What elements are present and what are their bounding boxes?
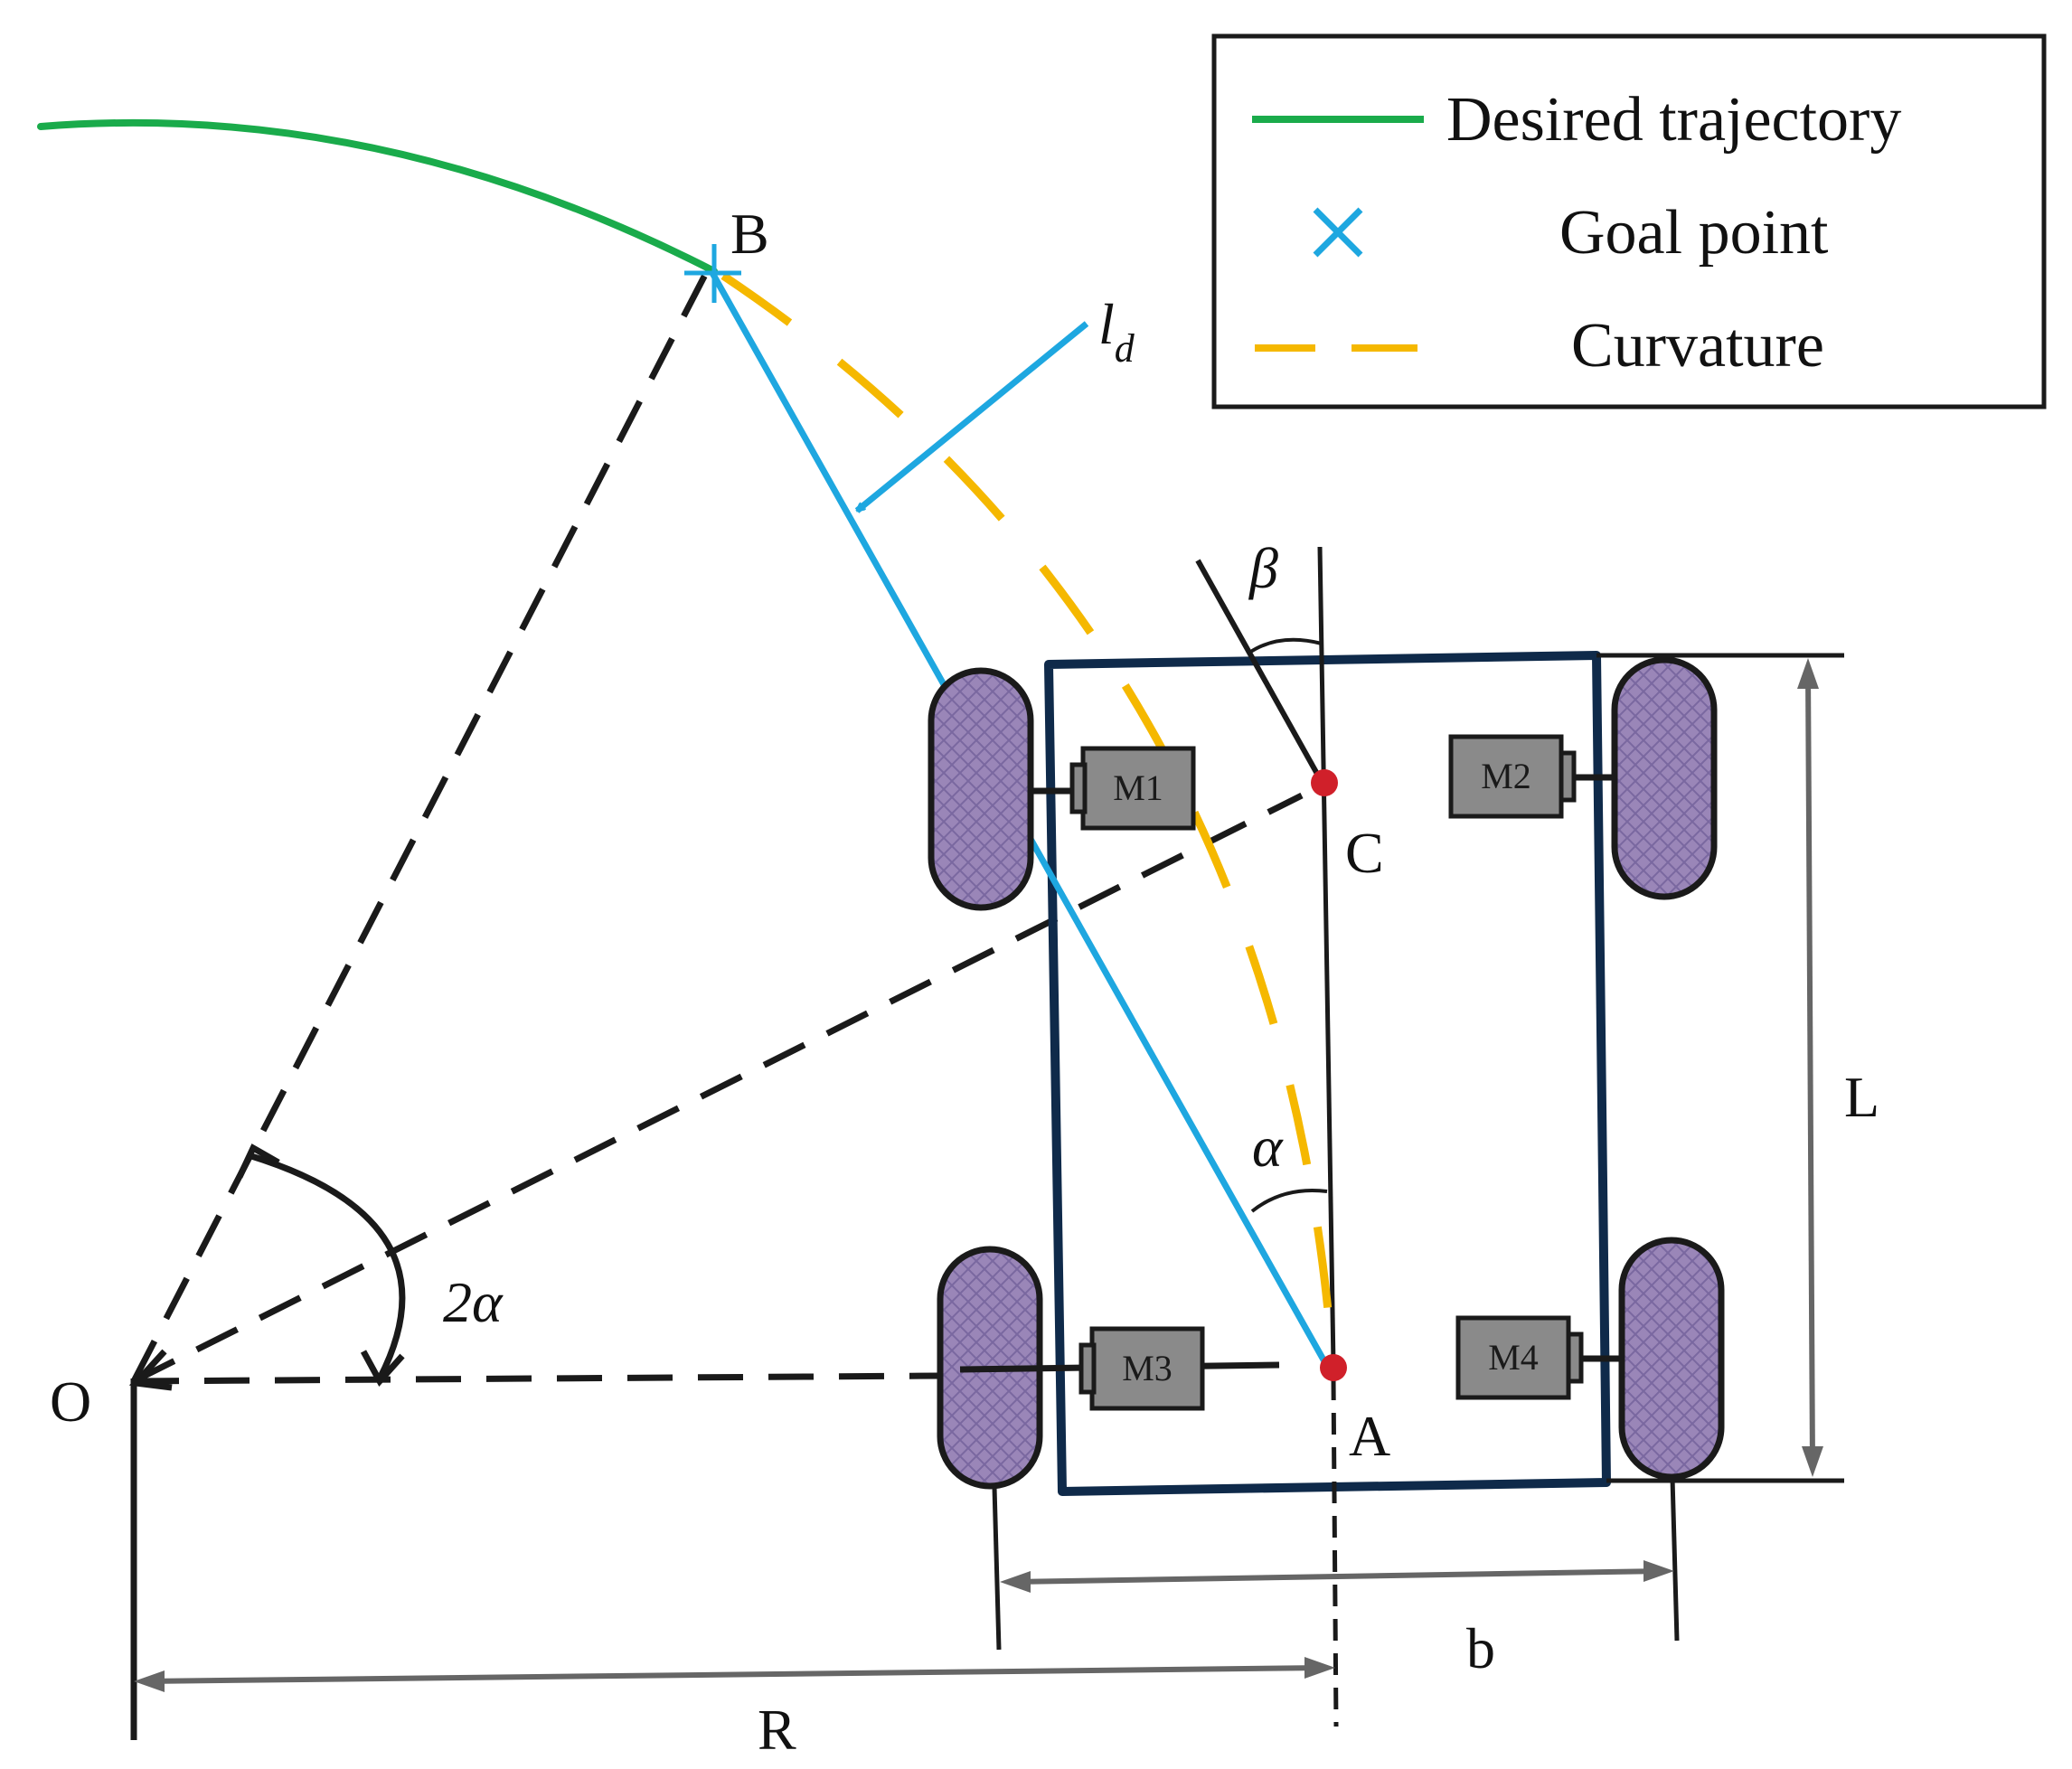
wheel-rear-right [1618, 1237, 1725, 1481]
steering-line [1195, 559, 1324, 784]
legend-label-goal: Goal point [1559, 198, 1829, 268]
motors [1069, 734, 1584, 1411]
motor-m4-body [1455, 1315, 1571, 1400]
curvature-dashed-arc [720, 272, 1338, 1375]
label-point-a: A [1349, 1404, 1390, 1468]
wheel-front-right [1611, 656, 1718, 900]
point-c-dot [1311, 769, 1338, 796]
legend: Desired trajectory Goal point Curvature [1211, 33, 2047, 409]
alpha-arc [1250, 1188, 1328, 1213]
legend-goal-swatch [1313, 207, 1363, 258]
ld-pointer-arrow [857, 321, 1089, 513]
label-lookahead-sub: d [1115, 326, 1135, 371]
desired-trajectory-curve [37, 118, 718, 275]
motor-m3-label: M3 [1122, 1348, 1173, 1388]
beta-arc [1248, 637, 1323, 654]
goal-point-marker [684, 244, 741, 303]
label-point-b: B [730, 202, 769, 266]
label-lookahead: ld [1098, 292, 1135, 371]
label-beta: β [1248, 536, 1278, 600]
dimension-arrows [134, 658, 1823, 1692]
label-alpha: α [1252, 1115, 1284, 1179]
legend-label-curvature: Curvature [1571, 311, 1824, 381]
vehicle-centerline-dashed [1331, 1378, 1339, 1727]
wheel-front-left [928, 667, 1034, 911]
radius-dashed-lines [130, 269, 1304, 1385]
dimension-extension-lines [992, 653, 1844, 1651]
label-radius: R [758, 1698, 796, 1762]
label-lookahead-main: l [1098, 292, 1115, 356]
label-point-c: C [1345, 821, 1384, 885]
vehicle-centerline [1317, 546, 1336, 1366]
legend-label-trajectory: Desired trajectory [1446, 85, 1901, 155]
two-alpha-arc [236, 1143, 406, 1388]
point-a-dot [1320, 1354, 1347, 1381]
motor-m1-label: M1 [1113, 767, 1163, 808]
label-two-alpha: 2α [443, 1270, 504, 1334]
label-wheelbase: L [1844, 1065, 1879, 1129]
label-point-o: O [50, 1369, 91, 1434]
wheels [928, 656, 1725, 1490]
label-track: b [1466, 1616, 1495, 1680]
motor-m2-label: M2 [1481, 756, 1531, 796]
motor-m4-label: M4 [1488, 1337, 1539, 1378]
